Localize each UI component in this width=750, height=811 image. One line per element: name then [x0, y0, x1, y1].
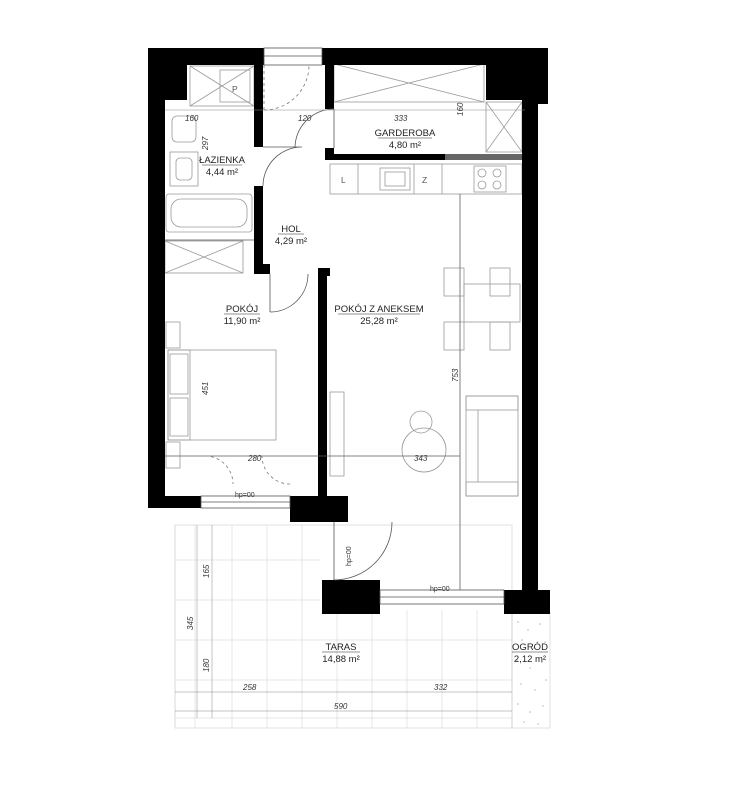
furniture: P L Z — [164, 63, 523, 497]
dim-terrace-right-width: 332 — [434, 683, 448, 692]
sofa — [465, 395, 519, 497]
fixture-p: P — [232, 84, 238, 94]
room-label-hol: HOL 4,29 m² — [275, 224, 307, 247]
tv-console — [329, 391, 345, 477]
fixture-l: L — [341, 175, 346, 185]
coffee-table — [401, 427, 447, 473]
threshold-living-bottom: hp=00 — [430, 586, 450, 593]
dimension-lines — [165, 109, 525, 718]
room-label-pokoj: POKÓJ 11,90 m² — [224, 304, 261, 327]
dim-terrace-depth: 345 — [186, 616, 195, 630]
svg-text:14,88 m²: 14,88 m² — [322, 654, 360, 665]
room-label-lazienka: ŁAZIENKA 4,44 m² — [199, 155, 246, 178]
side-table — [409, 410, 433, 434]
dim-terrace-left-width: 258 — [242, 683, 257, 692]
dim-terrace-total-width: 590 — [334, 702, 348, 711]
door-entrance — [263, 64, 310, 111]
walls — [148, 48, 550, 614]
dim-garderoba-depth: 160 — [456, 102, 465, 116]
door-terrace — [333, 521, 393, 581]
openings — [200, 47, 505, 605]
toilet — [171, 115, 197, 143]
dim-bath-depth: 297 — [201, 136, 210, 151]
svg-text:HOL: HOL — [281, 224, 301, 235]
dim-bath-width: 160 — [185, 114, 199, 123]
svg-text:ŁAZIENKA: ŁAZIENKA — [199, 155, 246, 166]
cooktop — [473, 165, 507, 193]
svg-text:GARDEROBA: GARDEROBA — [375, 128, 436, 139]
dim-terrace-depth-upper: 165 — [202, 564, 211, 578]
dim-bedroom-depth: 451 — [201, 382, 210, 395]
door-bedroom — [269, 273, 309, 313]
dim-living-depth: 753 — [451, 368, 460, 382]
dim-garderoba-width: 333 — [394, 114, 408, 123]
threshold-living-side: hp=00 — [346, 546, 353, 566]
dining-table — [463, 283, 521, 323]
svg-text:11,90 m²: 11,90 m² — [224, 316, 261, 327]
svg-text:4,44 m²: 4,44 m² — [206, 167, 238, 178]
svg-text:2,12 m²: 2,12 m² — [514, 654, 546, 665]
dim-hol-width: 120 — [298, 114, 312, 123]
room-label-taras: TARAS 14,88 m² — [322, 642, 360, 665]
svg-text:POKÓJ: POKÓJ — [226, 304, 258, 315]
svg-text:POKÓJ Z ANEKSEM: POKÓJ Z ANEKSEM — [334, 304, 423, 315]
dim-living-width: 343 — [414, 454, 428, 463]
svg-text:4,80 m²: 4,80 m² — [389, 140, 421, 151]
bed — [167, 349, 277, 441]
room-label-pokoj-z-aneksem: POKÓJ Z ANEKSEM 25,28 m² — [334, 304, 423, 327]
door-garderoba — [294, 108, 335, 149]
svg-text:25,28 m²: 25,28 m² — [360, 316, 398, 327]
room-label-garderoba: GARDEROBA 4,80 m² — [375, 128, 436, 151]
terrace-paving-grid — [174, 524, 513, 729]
svg-text:OGRÓD: OGRÓD — [512, 642, 548, 653]
garden-area — [511, 611, 551, 729]
threshold-bedroom: hp=00 — [235, 492, 255, 499]
bathtub — [165, 193, 253, 233]
door-bathroom — [262, 146, 303, 187]
washing-machine — [219, 69, 251, 103]
room-label-ogrod: OGRÓD 2,12 m² — [512, 642, 548, 665]
fixture-z: Z — [422, 175, 427, 185]
dim-terrace-depth-lower: 180 — [202, 658, 211, 672]
svg-text:4,29 m²: 4,29 m² — [275, 236, 307, 247]
bathroom-sink — [169, 151, 199, 187]
dim-bedroom-width: 280 — [247, 454, 262, 463]
kitchen-sink — [379, 167, 411, 191]
svg-text:TARAS: TARAS — [326, 642, 357, 653]
room-outlines — [165, 154, 524, 590]
